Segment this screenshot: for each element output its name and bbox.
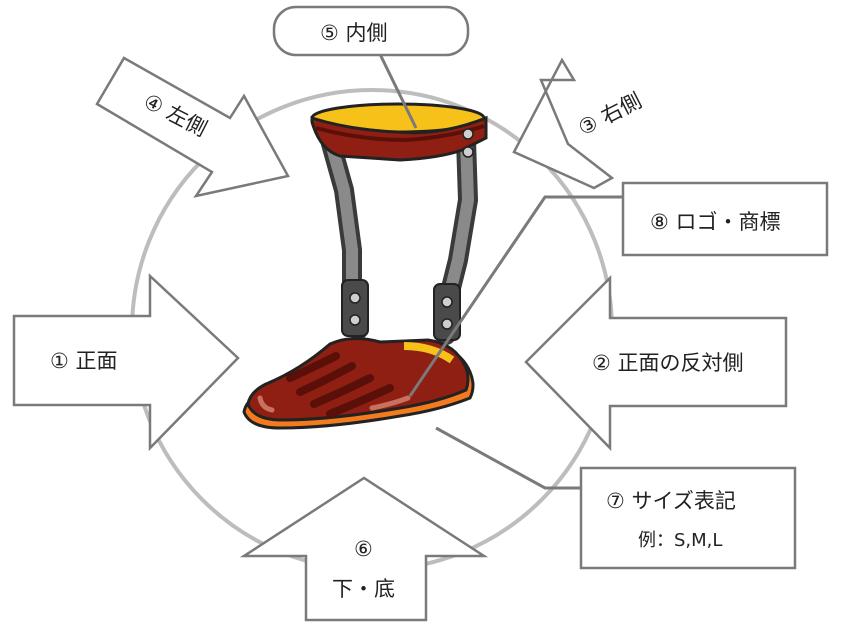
label-size: ⑦ サイズ表記 [606, 489, 736, 513]
arrow-right-side [512, 57, 615, 190]
label-bottom-number: ⑥ [354, 537, 373, 561]
leader-logo [408, 195, 622, 397]
size-label-box [579, 466, 797, 570]
arrow-back [524, 274, 788, 452]
label-right: ③ 右側 [574, 88, 645, 140]
arrow-left-side [95, 56, 290, 198]
leader-size [435, 426, 580, 490]
brace-icon [242, 102, 488, 430]
label-back: ② 正面の反対側 [592, 351, 744, 375]
label-bottom: 下・底 [332, 577, 395, 601]
inner-label-box [272, 5, 470, 57]
label-logo: ⑧ ロゴ・商標 [650, 210, 781, 234]
label-size-example: 例：S,M,L [638, 530, 722, 551]
leader-inner [375, 47, 418, 129]
label-front: ① 正面 [50, 349, 118, 373]
arrow-bottom [239, 476, 489, 622]
arrow-front [12, 273, 240, 452]
label-inner: ⑤ 内側 [320, 21, 388, 45]
logo-label-box [621, 181, 829, 257]
